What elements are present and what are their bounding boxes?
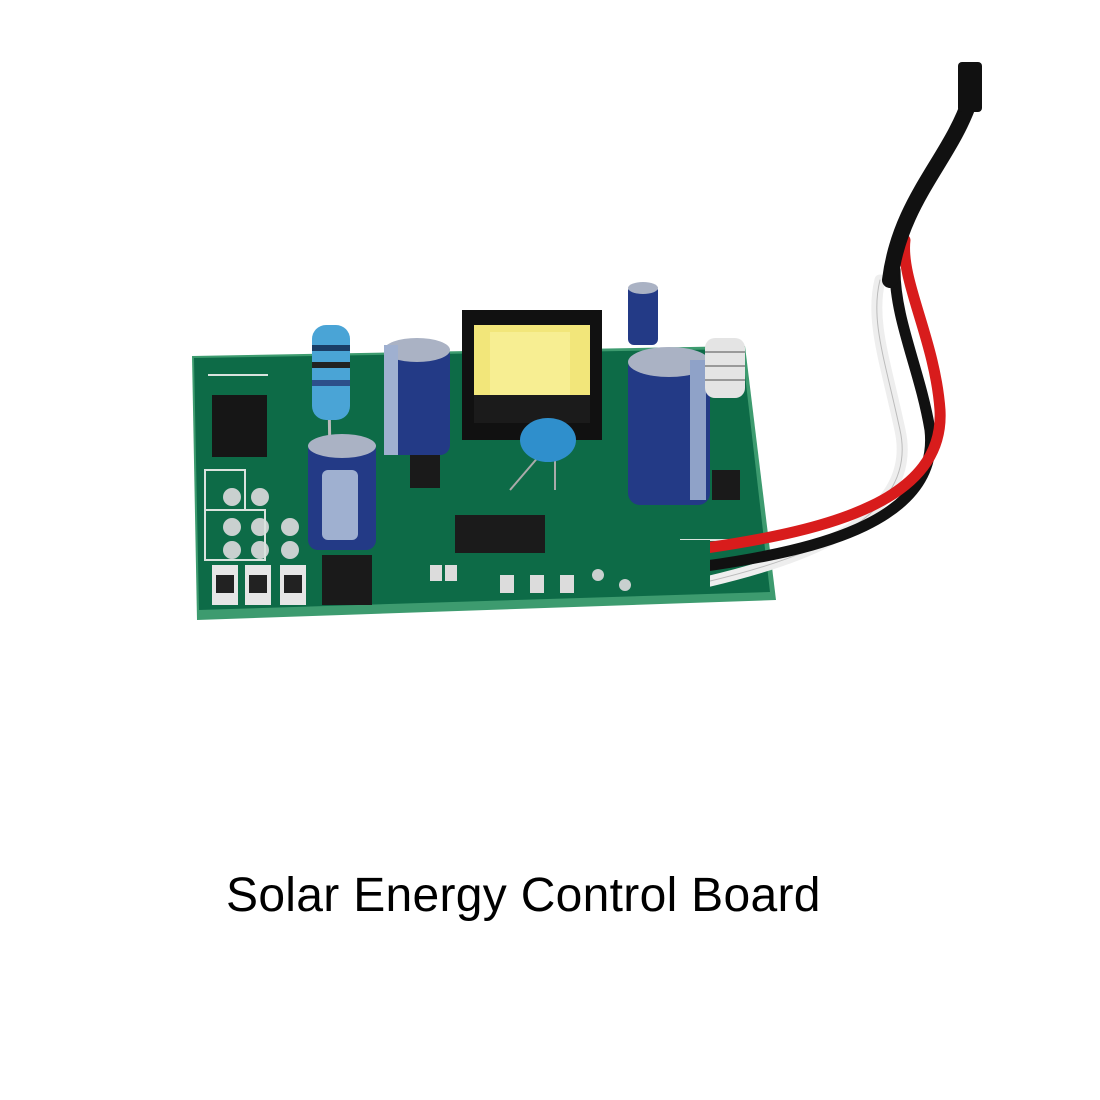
ic-chip xyxy=(212,395,267,457)
electrolytic-capacitor xyxy=(384,338,450,455)
electrolytic-capacitor xyxy=(628,282,658,345)
electrolytic-capacitor xyxy=(308,434,376,550)
ceramic-capacitor xyxy=(509,418,576,491)
product-caption: Solar Energy Control Board xyxy=(226,869,821,922)
transformer xyxy=(462,310,602,440)
wire-harness xyxy=(700,62,982,588)
ic-chip xyxy=(455,515,545,553)
resistor xyxy=(705,338,745,398)
electrolytic-capacitor xyxy=(628,347,710,505)
